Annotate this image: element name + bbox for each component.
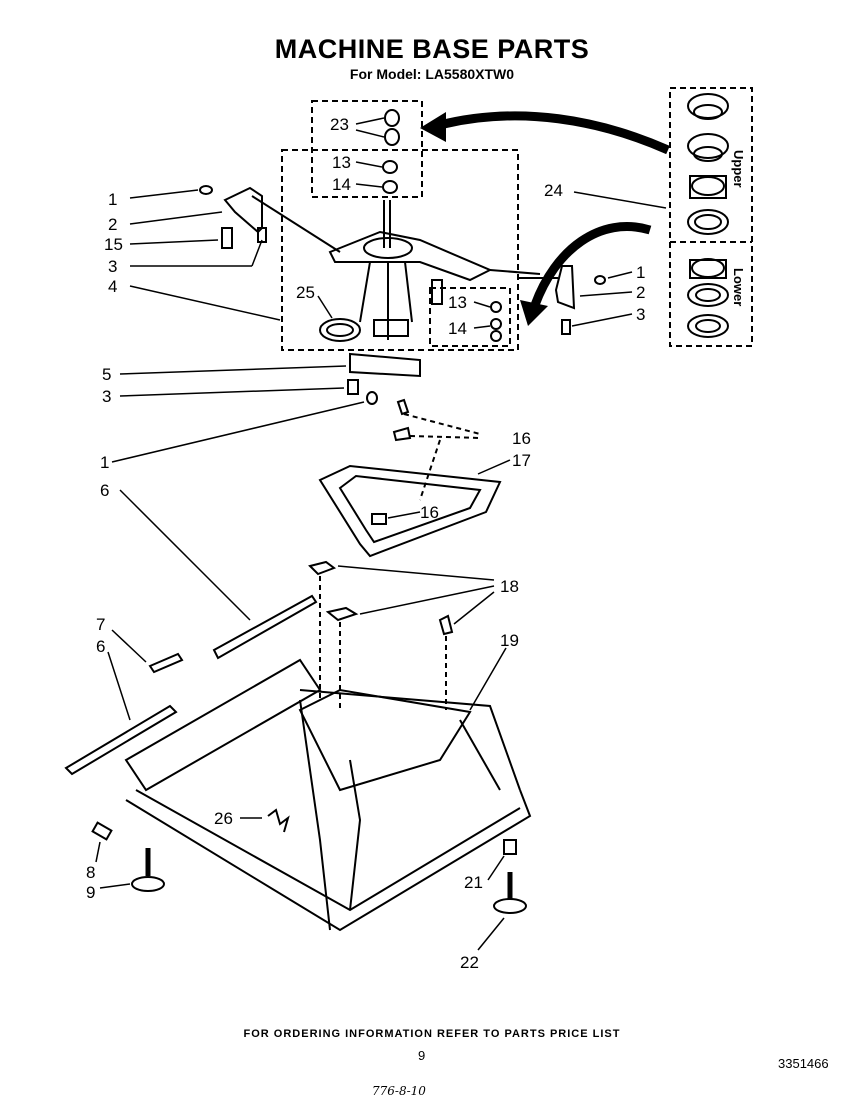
- callout-15: 15: [104, 235, 123, 254]
- callout-2-right: 2: [636, 283, 645, 302]
- leg-cap-part: [91, 821, 113, 841]
- rail-part-upper: [212, 594, 318, 660]
- callout-3-left: 3: [108, 257, 117, 276]
- callout-16-upper: 16: [512, 429, 531, 448]
- dashed-box-bearing-kit: [669, 87, 753, 347]
- clip-part-upper: [396, 398, 410, 416]
- clip-part-middle: [392, 426, 412, 442]
- callout-26: 26: [214, 809, 233, 828]
- page-title: MACHINE BASE PARTS: [274, 34, 590, 64]
- upper-label: Upper: [731, 150, 746, 188]
- left-bracket-parts: [199, 185, 341, 253]
- callout-17: 17: [512, 451, 531, 470]
- bumper-part: [148, 652, 184, 674]
- lower-label: Lower: [731, 268, 746, 306]
- bearing-kit-parts: [687, 93, 729, 338]
- callout-19: 19: [500, 631, 519, 650]
- seal-part: [319, 318, 361, 342]
- arrow-upper-bearings: [438, 111, 670, 155]
- right-bracket-parts: [518, 265, 606, 335]
- callout-16-lower: 16: [420, 503, 439, 522]
- callout-23: 23: [330, 115, 349, 134]
- callout-21: 21: [464, 873, 483, 892]
- rail-part-lower: [64, 704, 178, 776]
- callout-8: 8: [86, 863, 95, 882]
- callout-24: 24: [544, 181, 563, 200]
- callout-25: 25: [296, 283, 315, 302]
- model-subtitle: For Model: LA5580XTW0: [349, 66, 515, 82]
- transmission-assembly: [328, 200, 541, 340]
- callout-3-mid: 3: [102, 387, 111, 406]
- spring-part: [267, 808, 290, 833]
- callout-9: 9: [86, 883, 95, 902]
- leg-nut-part: [503, 839, 517, 855]
- callout-1-right: 1: [636, 263, 645, 282]
- handwritten-note: 776-8-10: [372, 1084, 426, 1098]
- page-number: 9: [418, 1048, 426, 1063]
- document-number: 3351466: [778, 1056, 829, 1071]
- foot-pad-left: [131, 876, 165, 892]
- callout-14-upper: 14: [332, 175, 351, 194]
- clip-part-18b: [325, 606, 359, 622]
- callout-22: 22: [460, 953, 479, 972]
- callout-18: 18: [500, 577, 519, 596]
- callout-6-upper: 6: [100, 481, 109, 500]
- callout-1-left: 1: [108, 190, 117, 209]
- dashed-box-transmission: [281, 149, 519, 351]
- machine-base-frame: [124, 658, 532, 932]
- callout-6-lower: 6: [96, 637, 105, 656]
- foot-pad-right: [493, 898, 527, 914]
- callout-3-right: 3: [636, 305, 645, 324]
- callout-4: 4: [108, 277, 117, 296]
- clip-part-18a: [308, 560, 337, 576]
- callout-14-lower: 14: [448, 319, 467, 338]
- callout-1-mid: 1: [100, 453, 109, 472]
- callout-2-left: 2: [108, 215, 117, 234]
- top-frame-part: [318, 464, 502, 558]
- callout-13-lower: 13: [448, 293, 467, 312]
- clip-part-18c: [438, 614, 454, 636]
- leader-lines: [95, 117, 667, 951]
- ordering-note: FOR ORDERING INFORMATION REFER TO PARTS …: [243, 1028, 621, 1040]
- callout-13-upper: 13: [332, 153, 351, 172]
- callout-7: 7: [96, 615, 105, 634]
- dashed-box-lower-bearings: [429, 287, 511, 347]
- lower-small-parts: [490, 301, 502, 342]
- arrow-lower-bearings: [530, 222, 652, 307]
- callout-5: 5: [102, 365, 111, 384]
- brace-part: [349, 352, 421, 378]
- upper-small-parts: [382, 109, 400, 194]
